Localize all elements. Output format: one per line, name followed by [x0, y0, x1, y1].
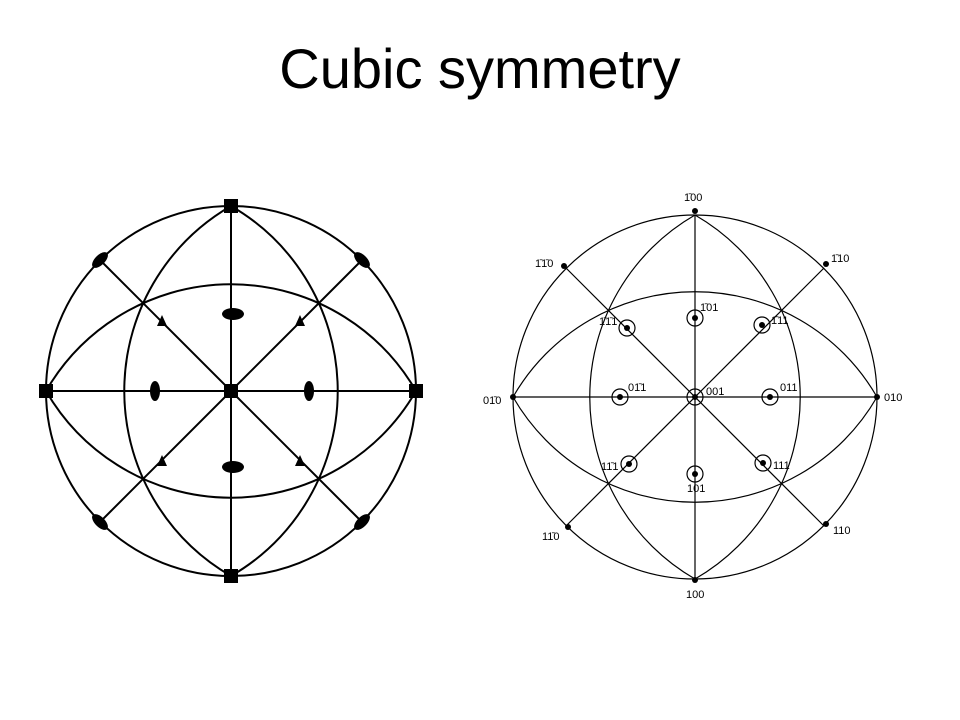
- twofold-axis-rim-lr: [354, 514, 370, 530]
- pole-dot-n011: [617, 394, 623, 400]
- label-nn111: 1̄1̄1: [599, 316, 617, 328]
- pole-ring-n101: [686, 309, 704, 327]
- pole-dot-m110: [823, 261, 829, 267]
- right-great-circle-upper: [512, 291, 878, 398]
- right-great-circle-right: [694, 214, 801, 580]
- pole-dot-n110: [561, 263, 567, 269]
- pole-dot-nn111: [624, 325, 630, 331]
- pole-dot-n010: [510, 394, 516, 400]
- fourfold-axis-left: [39, 384, 53, 398]
- pole-dot-001: [692, 394, 698, 400]
- label-nm111: 1̄11: [771, 315, 789, 327]
- label-p101: 101: [687, 483, 705, 495]
- label-p100: 100: [686, 589, 704, 601]
- left-great-circle-lower: [45, 390, 417, 499]
- pole-dot-p011: [767, 394, 773, 400]
- pole-dot-p101: [692, 471, 698, 477]
- pole-ring-n011: [611, 388, 629, 406]
- twofold-axis-rim-ur: [354, 252, 370, 268]
- label-p111: 111: [773, 460, 790, 472]
- left-great-circle-upper: [45, 283, 417, 392]
- label-c110: 11̄0: [542, 531, 560, 543]
- pole-dot-n101: [692, 315, 698, 321]
- fourfold-axis-top: [224, 199, 238, 213]
- threefold-axis-ll: [157, 455, 167, 466]
- twofold-axis-rim-ul: [92, 252, 108, 268]
- fourfold-axis-right: [409, 384, 423, 398]
- pole-ring-nm111: [753, 316, 771, 334]
- right-great-circle-lower: [512, 396, 878, 503]
- pole-ring-p111: [754, 454, 772, 472]
- right-pole-labels: 1̄00 100 01̄0 010 001 1̄1̄0 1̄10 11̄0 11…: [483, 192, 902, 601]
- label-p010: 010: [884, 392, 902, 404]
- label-m110: 1̄10: [831, 253, 849, 265]
- pole-ring-mn111: [620, 455, 638, 473]
- right-poles: [510, 208, 880, 583]
- right-great-circle-left: [589, 214, 696, 580]
- label-n110: 1̄1̄0: [535, 258, 553, 270]
- fourfold-axis-center: [224, 384, 238, 398]
- pole-dot-p010: [874, 394, 880, 400]
- pole-ring-001: [686, 388, 704, 406]
- label-n100: 1̄00: [684, 192, 702, 204]
- threefold-axis-lr: [295, 455, 305, 466]
- label-mn111: 11̄1: [601, 461, 619, 473]
- pole-dot-p111: [760, 460, 766, 466]
- pole-dot-nm111: [759, 322, 765, 328]
- pole-dot-p110: [823, 521, 829, 527]
- left-great-circle-right: [230, 205, 339, 577]
- page-title: Cubic symmetry: [279, 37, 681, 100]
- left-great-circle-left: [123, 205, 232, 577]
- label-p110: 110: [833, 525, 851, 537]
- pole-dot-mn111: [626, 461, 632, 467]
- pole-ring-p101: [686, 465, 704, 483]
- twofold-axis-rim-ll: [92, 514, 108, 530]
- pole-dot-n100: [692, 208, 698, 214]
- label-n010: 01̄0: [483, 395, 501, 407]
- fourfold-axis-bottom: [224, 569, 238, 583]
- pole-ring-nn111: [618, 319, 636, 337]
- twofold-axis-inner-left: [150, 381, 160, 401]
- threefold-axis-ul: [157, 315, 167, 326]
- label-p011: 011: [780, 382, 798, 394]
- label-001: 001: [706, 386, 724, 398]
- twofold-axis-inner-right: [304, 381, 314, 401]
- label-n101: 1̄01: [700, 302, 718, 314]
- threefold-axis-ur: [295, 315, 305, 326]
- twofold-axis-inner-bottom: [222, 461, 244, 473]
- pole-dot-p100: [692, 577, 698, 583]
- left-symmetry-symbols: [39, 199, 423, 583]
- twofold-axis-inner-top: [222, 308, 244, 320]
- pole-dot-c110: [565, 524, 571, 530]
- pole-ring-p011: [761, 388, 779, 406]
- label-n011: 01̄1: [628, 382, 646, 394]
